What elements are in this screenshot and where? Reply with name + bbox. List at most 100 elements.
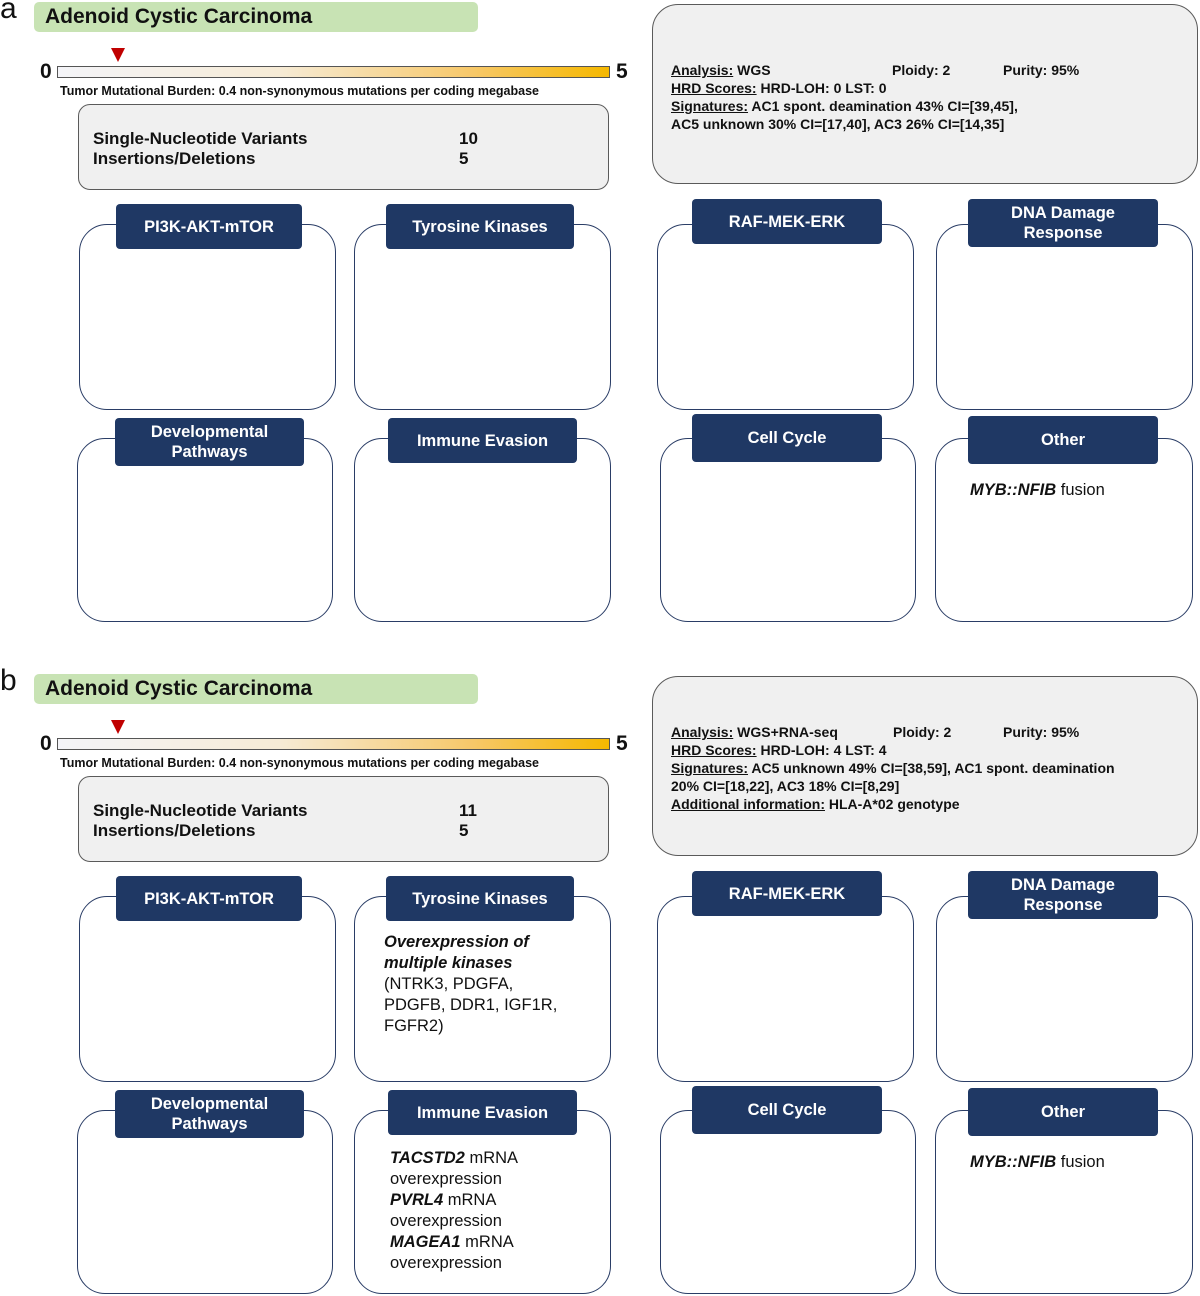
fusion-suffix: fusion [1056,1153,1105,1171]
tmb-marker-icon [111,720,126,734]
pathway-header-other: Other [968,1088,1158,1136]
tk-list-line2: PDGFB, DDR1, IGF1R, [384,996,558,1014]
pathway-box-other [935,438,1193,622]
other-fusion-text: MYB::NFIB fusion [970,1152,1105,1173]
pathway-box-developmental [77,1110,333,1294]
hrd-key: HRD Scores: [671,80,757,96]
pathway-header-raf: RAF-MEK-ERK [692,199,882,244]
pathway-header-developmental: Developmental Pathways [115,1090,304,1138]
signatures-line2: 20% CI=[18,22], AC3 18% CI=[8,29] [671,778,900,794]
indel-label: Insertions/Deletions [93,149,256,168]
immune-item-detail: overexpression [390,1212,502,1230]
pathway-header-immune-evasion: Immune Evasion [388,418,577,463]
tmb-marker-icon [111,48,126,62]
immune-item-detail: overexpression [390,1170,502,1188]
additional-info-value: HLA-A*02 genotype [828,796,960,812]
immune-item-detail: overexpression [390,1254,502,1272]
tk-list-line3: FGFR2) [384,1017,444,1035]
purity: Purity: 95% [1003,724,1080,740]
tmb-min-label: 0 [40,732,52,755]
pathway-header-tyrosine-kinases: Tyrosine Kinases [386,876,574,921]
fusion-gene: MYB::NFIB [970,481,1057,499]
panel-letter: b [0,664,17,697]
pathway-header-raf: RAF-MEK-ERK [692,871,882,916]
pathway-header-pi3k: PI3K-AKT-mTOR [116,204,302,249]
gene-suffix: mRNA [460,1233,514,1251]
pathway-header-ddr: DNA Damage Response [968,871,1158,919]
signatures-key: Signatures: [671,760,749,776]
pathway-box-pi3k [79,224,336,410]
tk-heading-line1: Overexpression of [384,933,529,951]
analysis-key: Analysis: [671,724,734,740]
analysis-value: WGS+RNA-seq [737,724,838,740]
signatures-value: AC1 spont. deamination 43% CI=[39,45], [751,98,1018,114]
gene-name: TACSTD2 [390,1149,465,1167]
pathway-header-tyrosine-kinases: Tyrosine Kinases [386,204,574,249]
signatures-key: Signatures: [671,98,749,114]
tmb-gradient-bar [57,66,610,78]
tmb-min-label: 0 [40,60,52,83]
tmb-gradient-bar [57,738,610,750]
pathway-box-immune-evasion [354,438,611,622]
pathway-box-immune-evasion [354,1110,611,1294]
purity: Purity: 95% [1003,62,1080,78]
analysis-info-box: Analysis: WGS Ploidy: 2 Purity: 95% HRD … [652,4,1198,184]
other-fusion-text: MYB::NFIB fusion [970,480,1105,501]
indel-label: Insertions/Deletions [93,821,256,840]
immune-item: PVRL4 mRNA [390,1190,518,1211]
signatures-value: AC5 unknown 49% CI=[38,59], AC1 spont. d… [751,760,1115,776]
hrd-key: HRD Scores: [671,742,757,758]
tmb-max-label: 5 [616,732,628,755]
gene-suffix: mRNA [464,1149,519,1167]
hrd-value: HRD-LOH: 4 LST: 4 [760,742,887,758]
fusion-gene: MYB::NFIB [970,1153,1057,1171]
pathway-box-developmental [77,438,333,622]
indel-value: 5 [459,149,469,168]
immune-item: TACSTD2 mRNA [390,1148,518,1169]
pathway-box-other [935,1110,1193,1294]
pathway-box-cell-cycle [660,438,916,622]
tmb-max-label: 5 [616,60,628,83]
analysis-info-box: Analysis: WGS+RNA-seq Ploidy: 2 Purity: … [652,676,1198,856]
pathway-box-pi3k [79,896,336,1082]
panel-title: Adenoid Cystic Carcinoma [34,674,478,704]
panel-a: a Adenoid Cystic Carcinoma 0 5 Tumor Mut… [0,0,1200,652]
pathway-header-pi3k: PI3K-AKT-mTOR [116,876,302,921]
tk-list-line1: (NTRK3, PDGFA, [384,975,514,993]
gene-suffix: mRNA [443,1191,497,1209]
pathway-header-developmental: Developmental Pathways [115,418,304,466]
pathway-box-ddr [936,896,1193,1082]
snv-label: Single-Nucleotide Variants [93,129,308,148]
panel-letter: a [0,0,17,25]
pathway-box-tyrosine-kinases [354,896,611,1082]
gene-name: MAGEA1 [390,1233,461,1251]
fusion-suffix: fusion [1056,481,1105,499]
variant-counts-box: Single-Nucleotide Variants 11 Insertions… [78,776,609,862]
pathway-box-raf [657,896,914,1082]
additional-info-key: Additional information: [671,796,825,812]
pathway-header-cell-cycle: Cell Cycle [692,414,882,462]
pathway-box-raf [657,224,914,410]
immune-evasion-content: TACSTD2 mRNA overexpression PVRL4 mRNA o… [390,1148,518,1274]
tmb-caption: Tumor Mutational Burden: 0.4 non-synonym… [60,756,539,770]
pathway-box-cell-cycle [660,1110,916,1294]
hrd-value: HRD-LOH: 0 LST: 0 [760,80,887,96]
ploidy: Ploidy: 2 [892,62,951,78]
signatures-line2: AC5 unknown 30% CI=[17,40], AC3 26% CI=[… [671,116,1005,132]
snv-label: Single-Nucleotide Variants [93,801,308,820]
pathway-header-cell-cycle: Cell Cycle [692,1086,882,1134]
immune-item: MAGEA1 mRNA [390,1232,518,1253]
pathway-header-ddr: DNA Damage Response [968,199,1158,247]
indel-value: 5 [459,821,469,840]
snv-value: 11 [459,801,477,820]
analysis-value: WGS [737,62,771,78]
variant-counts-box: Single-Nucleotide Variants 10 Insertions… [78,104,609,190]
tyrosine-kinases-content: Overexpression of multiple kinases (NTRK… [384,932,557,1037]
pathway-box-ddr [936,224,1193,410]
ploidy: Ploidy: 2 [893,724,952,740]
gene-name: PVRL4 [390,1191,444,1209]
pathway-header-other: Other [968,416,1158,464]
pathway-box-tyrosine-kinases [354,224,611,410]
tk-heading-line2: multiple kinases [384,954,513,972]
tmb-caption: Tumor Mutational Burden: 0.4 non-synonym… [60,84,539,98]
